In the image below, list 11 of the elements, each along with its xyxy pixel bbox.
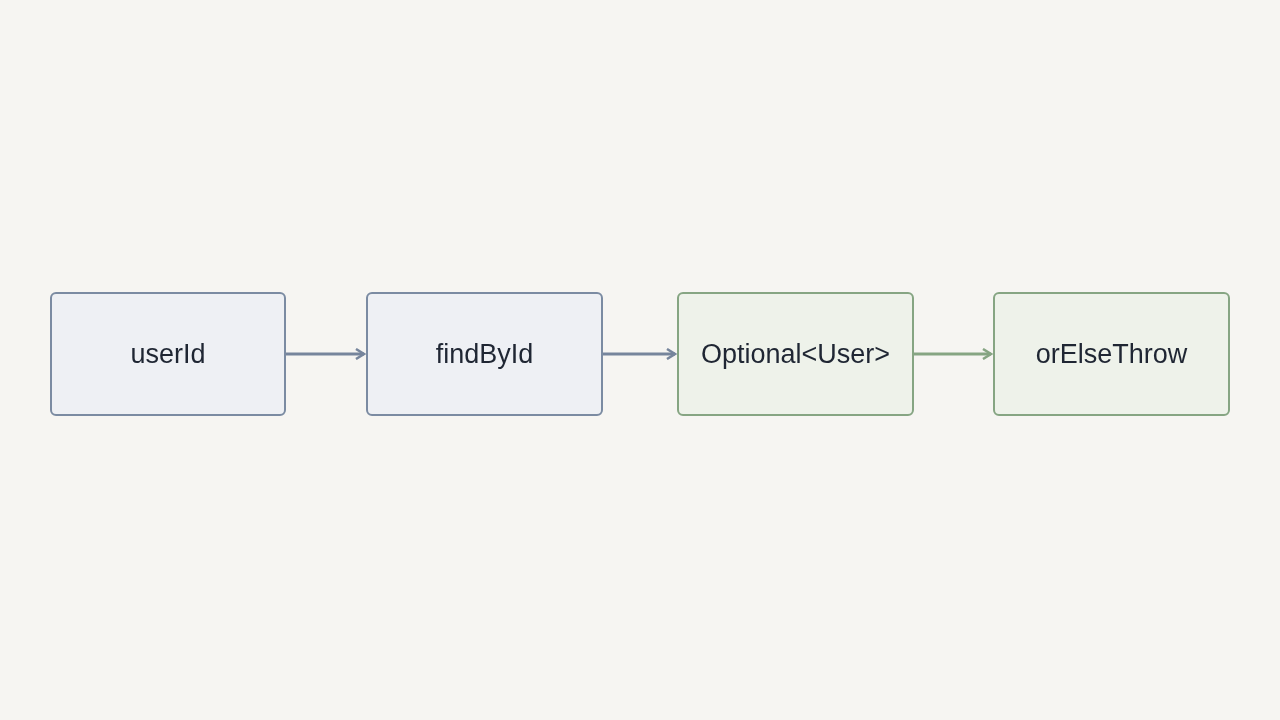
- process-box: [677, 292, 914, 416]
- arrow: [603, 347, 677, 361]
- node-label: userId: [130, 338, 206, 370]
- process-box: [50, 292, 286, 416]
- node-label: orElseThrow: [1035, 338, 1188, 370]
- arrow: [914, 347, 993, 361]
- node-label: findById: [435, 338, 534, 370]
- process-box: [366, 292, 603, 416]
- arrow: [286, 347, 366, 361]
- process-box: [993, 292, 1230, 416]
- node-label: Optional<User>: [700, 338, 891, 370]
